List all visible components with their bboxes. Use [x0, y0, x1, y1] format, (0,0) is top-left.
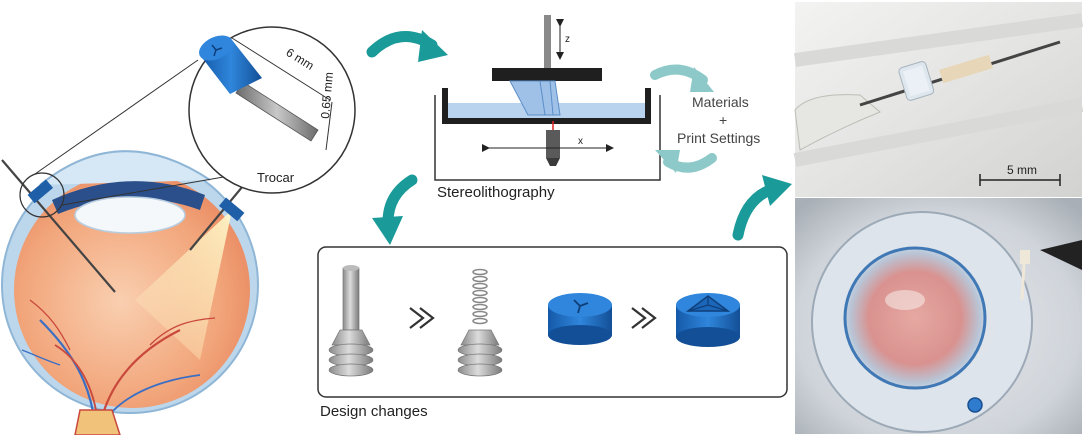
trocar-cap — [199, 35, 262, 94]
stereolithography-diagram — [434, 15, 661, 181]
blue-cap-modified — [676, 293, 740, 347]
grey-part-spring — [457, 268, 503, 377]
stereolithography-label: Stereolithography — [437, 184, 555, 201]
arrow-materials-bottom — [655, 150, 717, 173]
trocar-label: Trocar — [257, 170, 295, 185]
materials-label: Materials — [692, 94, 749, 110]
trocar-zoom — [188, 26, 356, 194]
design-changes-panel — [317, 246, 788, 398]
design-changes-label: Design changes — [320, 403, 428, 420]
arrow-eye-to-sla — [366, 30, 448, 62]
chevron-icon — [409, 307, 435, 329]
blue-cap-original — [548, 293, 612, 345]
chevron-icon-2 — [631, 307, 657, 329]
arrow-materials-top — [650, 64, 714, 92]
arrow-design-to-photos — [732, 175, 792, 241]
trocar-port-left — [27, 179, 54, 204]
arrow-sla-to-design — [372, 174, 418, 245]
photo-trocar-needle — [793, 2, 1084, 197]
axis-z-label: z — [565, 34, 570, 45]
trocar-port-right — [218, 197, 245, 222]
axis-x-label: x — [578, 136, 583, 147]
grey-part-original — [328, 265, 374, 377]
photo-eye-model — [795, 198, 1082, 434]
print-settings-label: Print Settings — [677, 130, 761, 146]
materials-plus: + — [719, 112, 728, 128]
scale-bar-label: 5 mm — [1007, 163, 1037, 177]
